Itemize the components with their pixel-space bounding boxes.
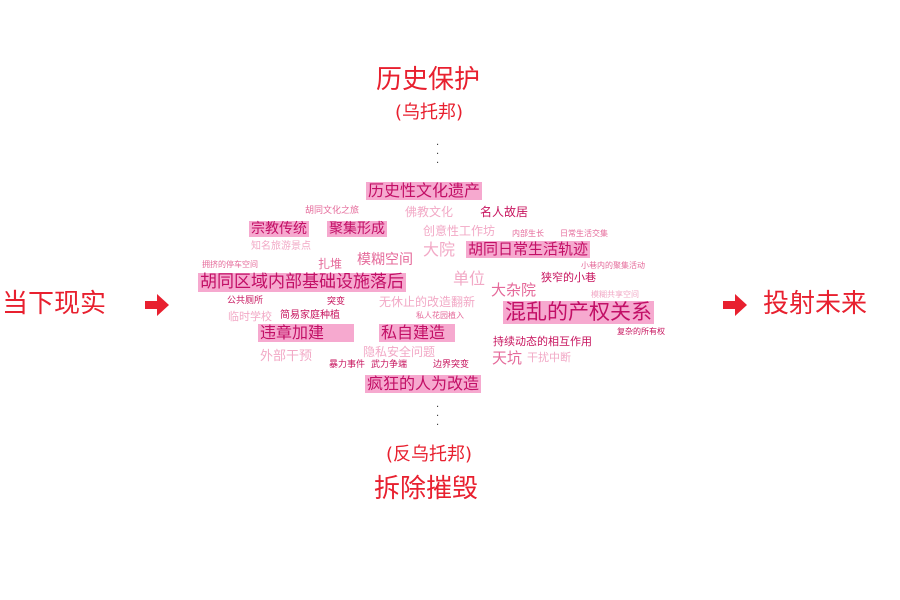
- cloud-word: 历史性文化遗产: [366, 181, 483, 200]
- cloud-word: 外部干预: [260, 349, 313, 364]
- cloud-word: 公共厕所: [227, 296, 264, 306]
- cloud-word: 武力争端: [371, 360, 408, 370]
- cloud-word: 胡同日常生活轨迹: [466, 240, 591, 258]
- top-dots: . . .: [436, 137, 440, 166]
- cloud-word: 聚集形成: [327, 221, 387, 237]
- bottom-dots: . . .: [436, 399, 440, 428]
- cloud-word: 佛教文化: [405, 205, 454, 219]
- cloud-word: 模糊共享空间: [591, 290, 639, 299]
- cloud-word: 胡同文化之旅: [305, 206, 360, 216]
- right-arrow-icon: [145, 294, 169, 316]
- cloud-word: 私人花园植入: [416, 311, 464, 320]
- right-label: 投射未来: [763, 289, 868, 319]
- cloud-word: 疯狂的人为改造: [365, 374, 482, 393]
- cloud-word: 宗教传统: [249, 221, 309, 237]
- bottom-title: 拆除摧毁: [374, 474, 479, 504]
- cloud-word: 模糊空间: [357, 252, 413, 268]
- cloud-word: 狭窄的小巷: [541, 271, 596, 284]
- cloud-word: 混乱的产权关系: [503, 300, 654, 324]
- cloud-word: 暴力事件: [329, 360, 366, 370]
- cloud-word: 复杂的所有权: [617, 327, 665, 336]
- cloud-word: 小巷内的聚集活动: [581, 261, 645, 270]
- right-arrow-icon: [723, 294, 747, 316]
- top-title: 历史保护: [376, 65, 481, 95]
- cloud-word: 简易家庭种植: [280, 310, 340, 321]
- cloud-word: 突变: [327, 297, 346, 307]
- cloud-word: 内部生长: [512, 229, 544, 238]
- left-label: 当下现实: [2, 289, 107, 319]
- cloud-word: 名人故居: [480, 205, 529, 219]
- cloud-word: 扎堆: [318, 257, 343, 271]
- cloud-word: 边界突变: [433, 360, 470, 370]
- cloud-word: 隐私安全问题: [363, 345, 436, 359]
- cloud-word: 干扰中断: [527, 351, 571, 364]
- cloud-word: 拥挤的停车空间: [202, 260, 258, 269]
- cloud-word: 大杂院: [491, 281, 537, 299]
- cloud-word: 日常生活交集: [560, 229, 608, 238]
- cloud-word: 单位: [453, 269, 486, 288]
- cloud-word: 创意性工作坊: [423, 224, 496, 238]
- bottom-subtitle: (反乌托邦): [386, 444, 473, 465]
- cloud-word: 临时学校: [228, 310, 272, 323]
- cloud-word: 违章加建: [258, 324, 355, 342]
- cloud-word: 持续动态的相互作用: [493, 335, 592, 348]
- cloud-word: 知名旅游景点: [251, 241, 311, 252]
- top-subtitle: (乌托邦): [395, 102, 464, 123]
- cloud-word: 无休止的改造翻新: [379, 295, 476, 309]
- cloud-word: 私自建造: [379, 324, 456, 342]
- cloud-word: 天坑: [492, 349, 523, 367]
- cloud-word: 大院: [423, 240, 456, 259]
- cloud-word: 胡同区域内部基础设施落后: [198, 272, 406, 292]
